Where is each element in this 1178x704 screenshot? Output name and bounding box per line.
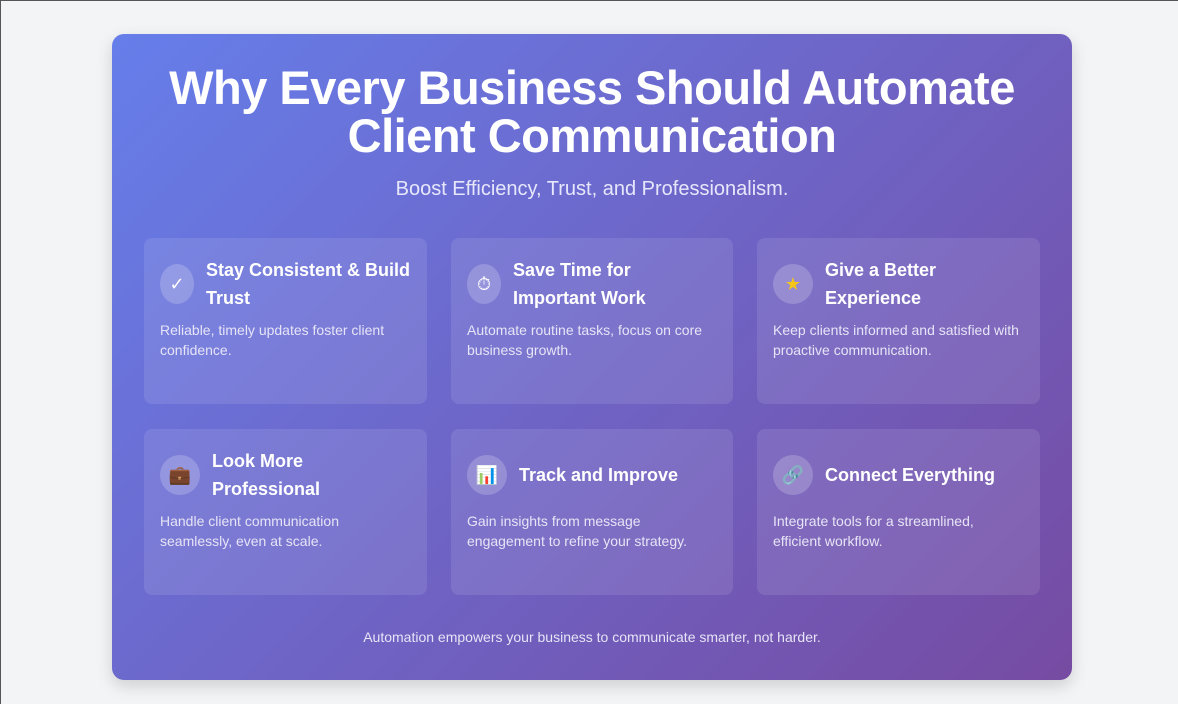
star-icon: ★ bbox=[773, 264, 813, 304]
card-title: Give a Better Experience bbox=[825, 260, 937, 308]
card-title: Connect Everything bbox=[825, 465, 996, 485]
card-title: Stay Consistent & Build Trust bbox=[206, 260, 411, 308]
card-description: Reliable, timely updates foster client c… bbox=[160, 322, 385, 358]
benefit-card-connect: 🔗 Connect Everything Integrate tools for … bbox=[757, 429, 1040, 595]
benefit-card-professional: 💼 Look More Professional Handle client co… bbox=[144, 429, 427, 595]
bar-chart-icon: 📊 bbox=[467, 455, 507, 495]
card-title: Track and Improve bbox=[519, 465, 679, 485]
link-icon: 🔗 bbox=[773, 455, 813, 495]
benefit-card-time: ⏱ Save Time for Important Work Automate r… bbox=[451, 238, 733, 404]
benefit-card-trust: ✓ Stay Consistent & Build Trust Reliable,… bbox=[144, 238, 427, 404]
card-title: Look More Professional bbox=[212, 451, 321, 499]
page-title: Why Every Business Should Automate Clien… bbox=[169, 61, 1015, 162]
briefcase-icon: 💼 bbox=[160, 455, 200, 495]
stopwatch-icon: ⏱ bbox=[467, 264, 501, 304]
benefit-card-track: 📊 Track and Improve Gain insights from me… bbox=[451, 429, 733, 595]
card-description: Keep clients informed and satisfied with… bbox=[773, 322, 1019, 358]
card-description: Gain insights from message engagement to… bbox=[467, 513, 687, 549]
card-title: Save Time for Important Work bbox=[513, 260, 646, 308]
subtitle: Boost Efficiency, Trust, and Professiona… bbox=[395, 178, 789, 200]
checkmark-icon: ✓ bbox=[160, 264, 194, 304]
hero-section: Why Every Business Should Automate Clien… bbox=[112, 34, 1072, 680]
card-description: Automate routine tasks, focus on core bu… bbox=[467, 322, 703, 358]
benefits-grid: ✓ Stay Consistent & Build Trust Reliable,… bbox=[144, 238, 1040, 595]
card-description: Handle client communication seamlessly, … bbox=[160, 513, 339, 549]
card-description: Integrate tools for a streamlined, effic… bbox=[773, 513, 974, 549]
benefit-card-experience: ★ Give a Better Experience Keep clients i… bbox=[757, 238, 1040, 404]
footer-text: Automation empowers your business to com… bbox=[363, 629, 821, 645]
